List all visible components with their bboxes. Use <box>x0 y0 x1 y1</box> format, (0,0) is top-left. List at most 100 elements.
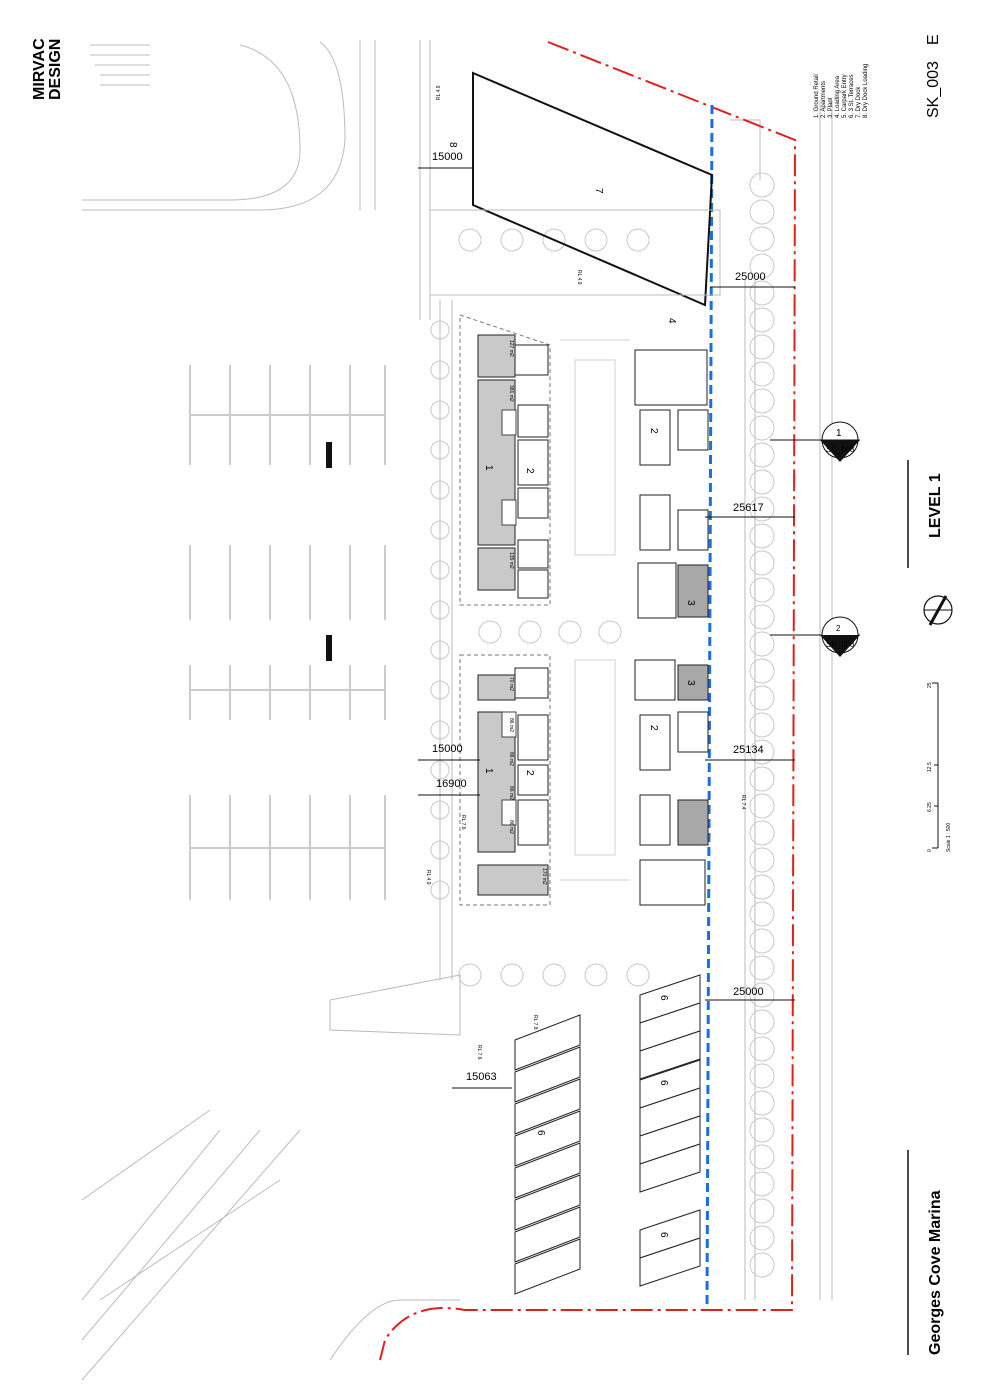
tree-icon <box>749 172 775 198</box>
area-label: 127 m2 <box>508 340 514 357</box>
tree-icon <box>430 720 450 740</box>
tree-icon <box>430 440 450 460</box>
tree-icon <box>749 253 775 279</box>
tree-icon <box>430 600 450 620</box>
dimension-label: 25000 <box>735 271 766 283</box>
legend-item: 8. Dry Dock Loading <box>863 64 869 118</box>
revision: E <box>925 34 942 45</box>
area-label: 86 m2 <box>508 718 514 732</box>
section-marker-1-ref: SK_008 <box>826 445 855 454</box>
area-label: 86 m2 <box>508 820 514 834</box>
legend: 1. Ground Retail 2. Apartments 3. Plant … <box>814 64 869 118</box>
terrace-lot <box>639 1237 701 1287</box>
dimension-label: 16900 <box>436 778 467 790</box>
terrace-row-east <box>639 974 701 1287</box>
loading-apron <box>429 209 721 296</box>
tree-icon <box>430 360 450 380</box>
zone-label: 2 <box>524 770 535 776</box>
tree-icon <box>749 982 775 1008</box>
level-label: RL 4.9 <box>425 870 431 885</box>
area-label: 135 m2 <box>508 552 514 569</box>
terrace-row-west <box>514 1014 581 1295</box>
terrace-lot <box>514 1238 581 1295</box>
tree-icon <box>749 1117 775 1143</box>
tree-icon <box>749 631 775 657</box>
zone-label: 2 <box>648 725 659 731</box>
tree-icon <box>749 442 775 468</box>
area-label: 86 m2 <box>508 786 514 800</box>
legend-item: 2. Apartments <box>821 81 827 118</box>
section-marker-2 <box>770 616 860 657</box>
zone-label: 6 <box>658 1232 669 1238</box>
tree-icon <box>584 963 608 987</box>
scale-tick-0: 0 <box>927 849 933 852</box>
project-name: Georges Cove Marina <box>927 1190 944 1355</box>
dimension-label: 25134 <box>733 744 764 756</box>
zone-label: 6 <box>658 1080 669 1086</box>
level-label: RL 4.9 <box>576 270 582 285</box>
tree-icon <box>500 963 524 987</box>
zone-label: 4 <box>666 318 677 324</box>
tree-icon <box>749 685 775 711</box>
tree-icon <box>749 280 775 306</box>
tree-icon <box>749 199 775 225</box>
tree-icon <box>749 307 775 333</box>
tree-icon <box>458 228 482 252</box>
tree-icon <box>500 228 524 252</box>
zone-label: 2 <box>524 468 535 474</box>
tree-icon <box>749 1198 775 1224</box>
legend-item: 5. Carpark Entry <box>842 74 848 118</box>
zone-label: 3 <box>685 680 696 686</box>
zone-label: 2 <box>648 428 659 434</box>
tree-icon <box>558 620 582 644</box>
terrace-lot <box>514 1110 581 1167</box>
area-label: 70 m2 <box>508 677 514 691</box>
tree-icon <box>749 739 775 765</box>
dry-dock-outline <box>472 71 714 307</box>
tree-icon <box>430 680 450 700</box>
terrace-lot <box>639 1143 701 1193</box>
building-block-d <box>634 659 709 906</box>
level-label: RL 7.6 <box>476 1045 482 1060</box>
sheet-title: LEVEL 1 <box>927 473 944 538</box>
setback-line <box>705 104 714 1311</box>
tree-icon <box>478 620 502 644</box>
street-trees <box>430 172 775 1278</box>
tree-icon <box>749 388 775 414</box>
scale-bar <box>932 682 939 849</box>
tree-icon <box>584 228 608 252</box>
tree-icon <box>430 840 450 860</box>
tree-icon <box>749 334 775 360</box>
tree-icon <box>749 1009 775 1035</box>
brand-line-1: MIRVAC <box>31 38 48 100</box>
tree-icon <box>430 480 450 500</box>
tree-icon <box>749 604 775 630</box>
tree-icon <box>749 847 775 873</box>
tree-icon <box>430 520 450 540</box>
tree-icon <box>430 320 450 340</box>
tree-icon <box>542 963 566 987</box>
tree-icon <box>749 550 775 576</box>
scale-tick-2: 12.5 <box>927 762 933 772</box>
scale-text: Scale 1 : 500 <box>946 823 952 852</box>
north-arrow-icon <box>923 595 953 626</box>
tree-icon <box>430 800 450 820</box>
section-marker-1 <box>770 421 860 462</box>
tree-icon <box>430 760 450 780</box>
tree-icon <box>749 793 775 819</box>
tree-icon <box>749 1171 775 1197</box>
tree-icon <box>749 361 775 387</box>
tree-icon <box>749 928 775 954</box>
tree-icon <box>542 228 566 252</box>
tree-icon <box>749 955 775 981</box>
tree-icon <box>749 523 775 549</box>
area-label: 170 m2 <box>541 868 547 885</box>
tree-icon <box>518 620 542 644</box>
tree-icon <box>430 880 450 900</box>
dimension-label: 25617 <box>733 502 764 514</box>
section-marker-2-number: 2 <box>836 624 841 633</box>
level-label: RL 4.9 <box>436 85 442 100</box>
section-marker-2-ref: SK_008 <box>826 640 855 649</box>
area-label: 381 m2 <box>508 385 514 402</box>
